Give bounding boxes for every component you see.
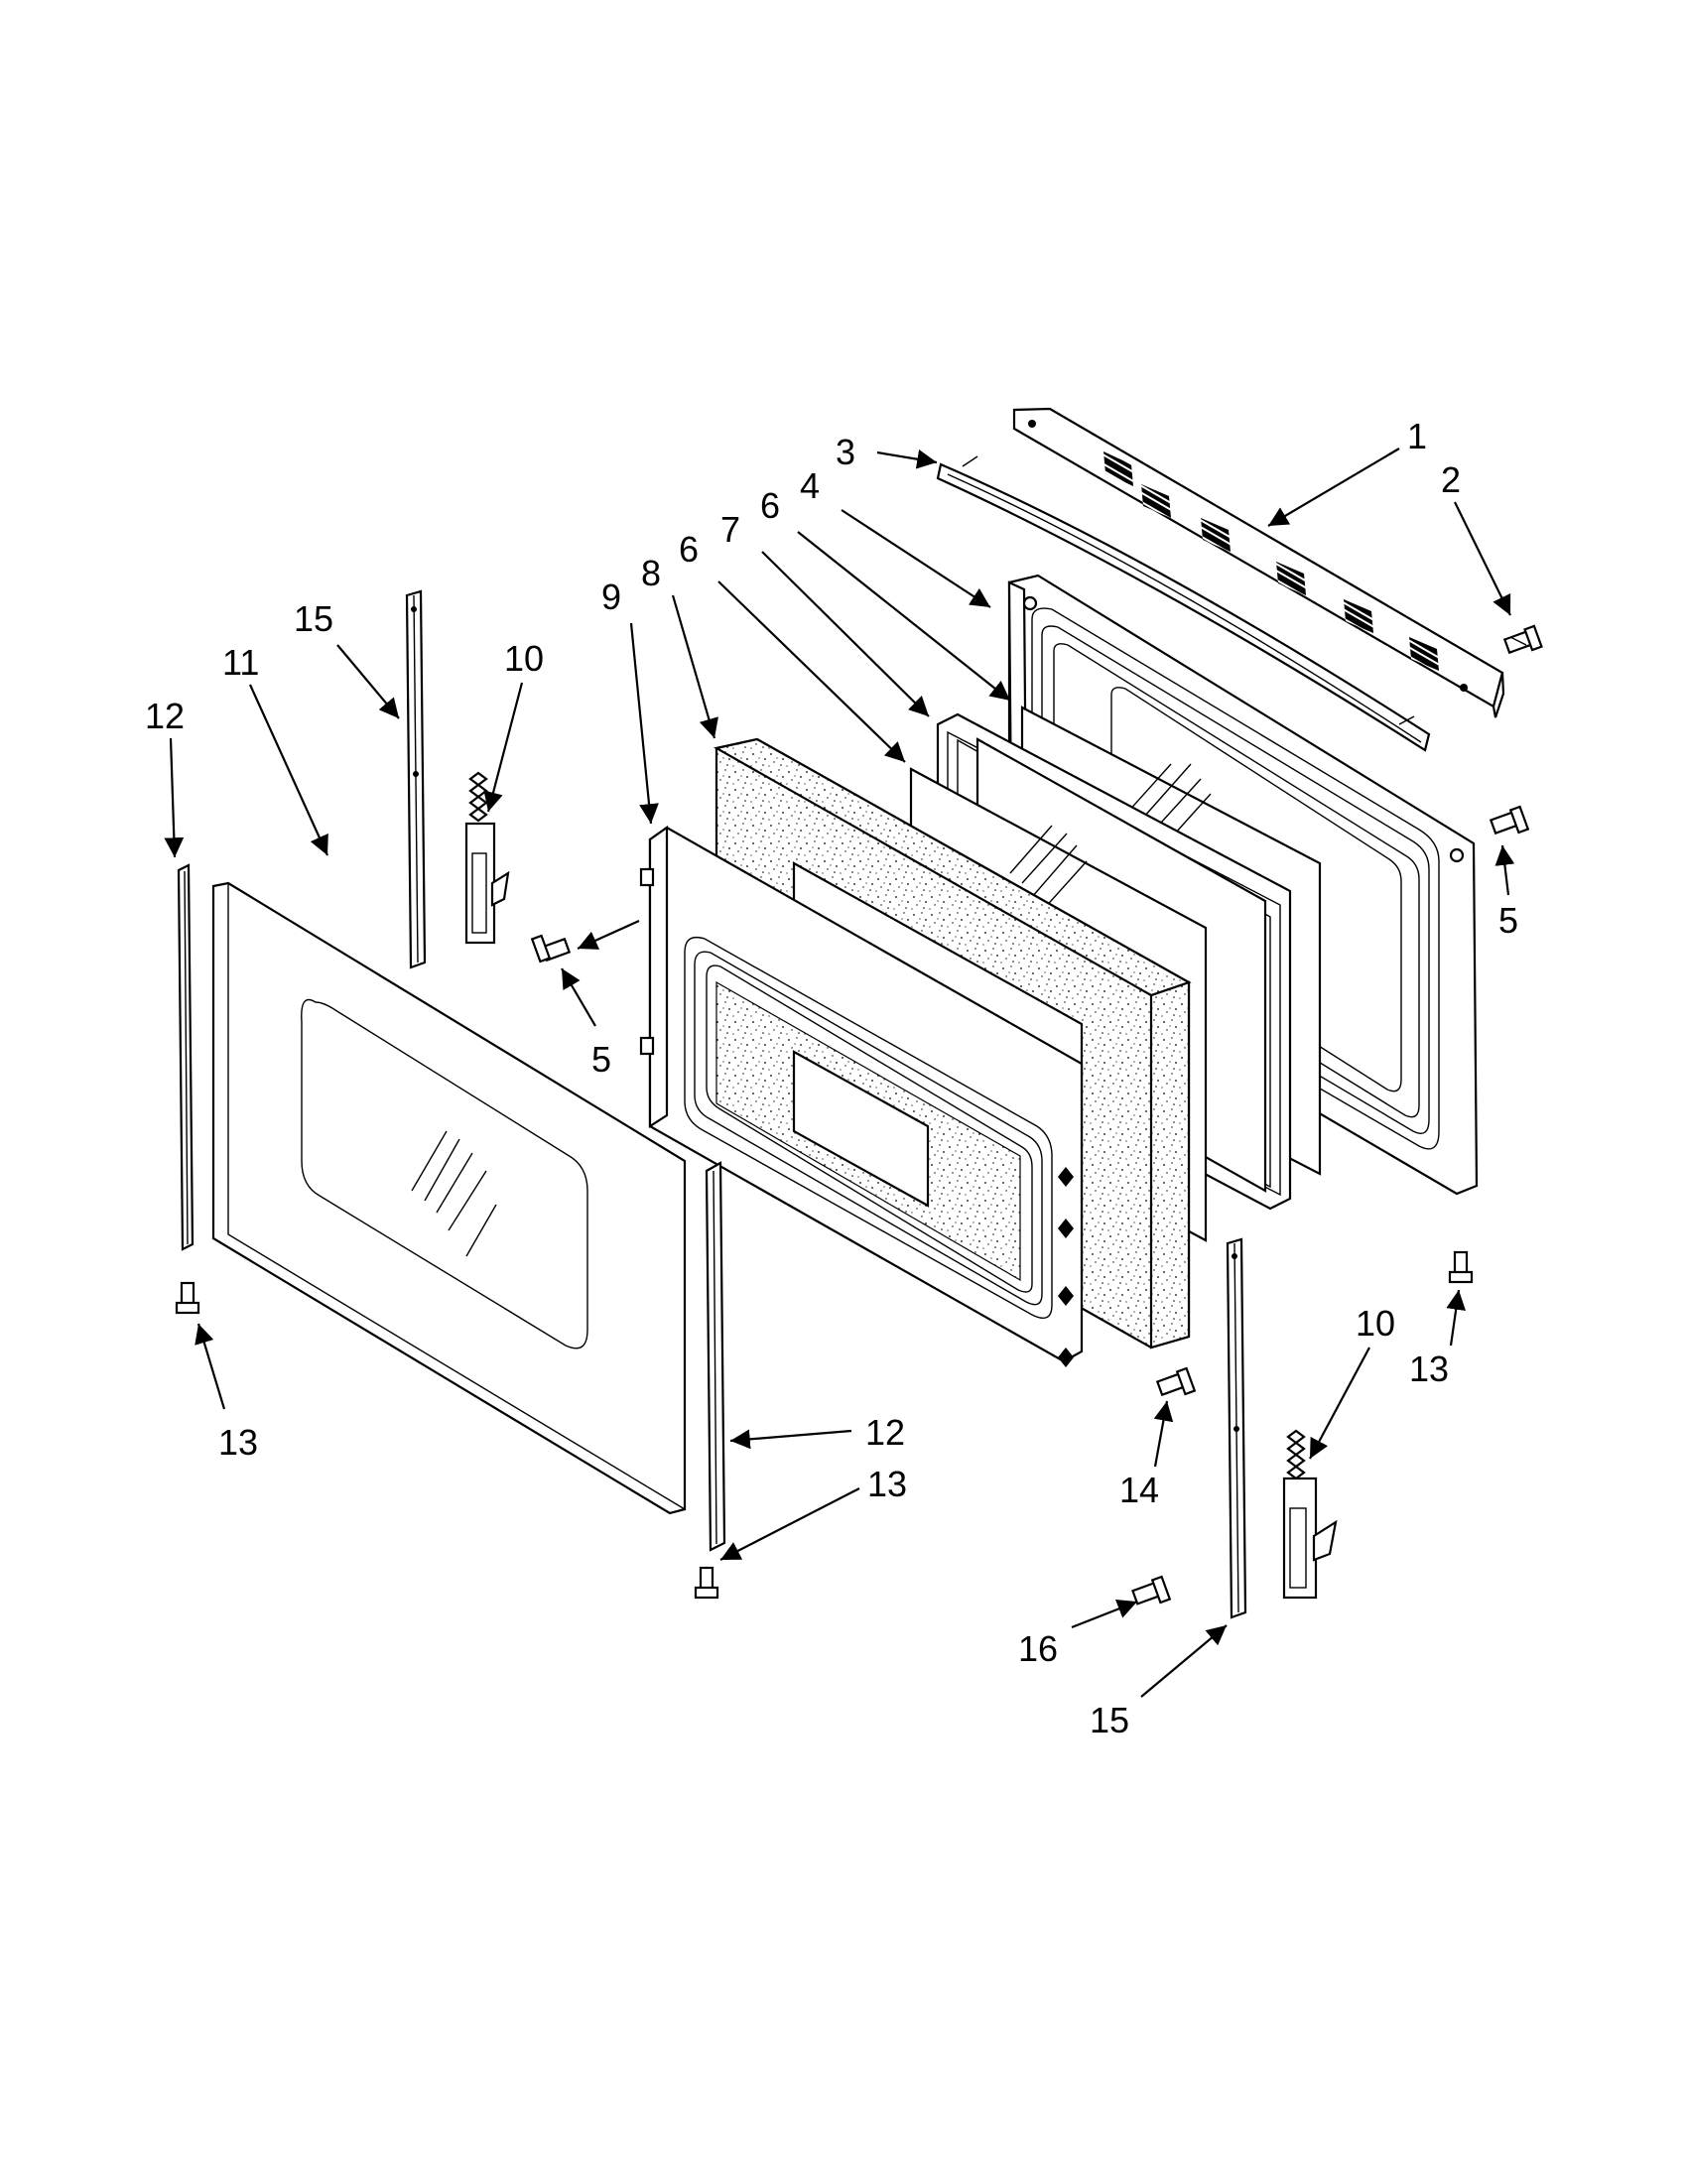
inner-door-liner-part-9 [639, 825, 1084, 1367]
callout-5-right: 5 [1498, 900, 1518, 941]
hinge-part-10-right [1282, 1429, 1338, 1600]
callout-12-lower: 12 [865, 1412, 905, 1453]
callout-labels: 1 2 3 4 6 7 6 8 9 15 10 11 12 5 5 13 12 … [145, 416, 1518, 1740]
callout-16: 16 [1018, 1628, 1058, 1669]
hinge-receiver-part-15-left [405, 589, 427, 969]
screw-part-16 [1131, 1575, 1172, 1606]
callout-13-right: 13 [1409, 1349, 1449, 1389]
screw-part-13-right [1448, 1250, 1474, 1284]
hinge-receiver-part-15-right [1226, 1237, 1247, 1619]
side-trim-part-12-right [705, 1161, 726, 1552]
callout-6-lower: 6 [679, 529, 699, 570]
callout-12-upper: 12 [145, 696, 185, 736]
side-trim-part-12-left [177, 863, 195, 1251]
callout-3: 3 [836, 432, 855, 472]
callout-2: 2 [1441, 459, 1461, 500]
callout-15-upper: 15 [294, 598, 333, 639]
screw-part-5-left [530, 934, 572, 964]
screw-part-13-center [694, 1566, 719, 1600]
callout-13-left: 13 [218, 1422, 258, 1463]
screw-part-5-right [1489, 805, 1530, 835]
callout-13-center: 13 [867, 1464, 907, 1504]
screw-part-14 [1155, 1366, 1197, 1397]
callout-10-upper: 10 [504, 638, 544, 679]
callout-10-lower: 10 [1356, 1303, 1395, 1344]
callout-5-left: 5 [591, 1039, 611, 1080]
hinge-part-10-left [464, 771, 510, 945]
callout-7: 7 [720, 509, 740, 550]
callout-1: 1 [1407, 416, 1427, 456]
callout-4: 4 [800, 465, 820, 506]
callout-14: 14 [1119, 1470, 1159, 1510]
door-handle-part-3 [936, 455, 1431, 752]
screw-part-13-left [175, 1281, 200, 1315]
callout-15-lower: 15 [1090, 1700, 1129, 1740]
callout-9: 9 [601, 577, 621, 617]
callout-8: 8 [641, 553, 661, 593]
screw-part-2 [1502, 624, 1543, 655]
outer-door-glass-part-11 [211, 881, 687, 1515]
callout-11: 11 [222, 642, 259, 683]
leader-lines [164, 448, 1515, 1698]
vent-trim-part-1 [1012, 407, 1505, 718]
callout-6-upper: 6 [760, 485, 780, 526]
